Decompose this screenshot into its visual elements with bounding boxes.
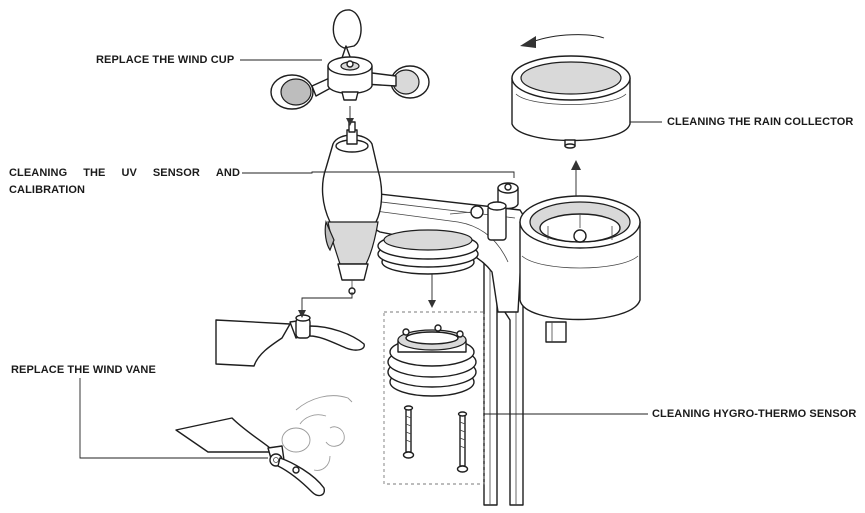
wind-vane-label: REPLACE THE WIND VANE xyxy=(11,364,156,376)
hygro-thermo-detail-box xyxy=(383,311,485,485)
uv-word: UV xyxy=(121,167,137,179)
uv-sensor-housing xyxy=(321,121,383,295)
wind-cup-assembly xyxy=(270,9,430,110)
hygro-thermo-label: CLEANING HYGRO-THERMO SENSOR xyxy=(652,408,857,420)
rain-collector-lift-arrow xyxy=(571,160,581,196)
wind-cup-down-arrow xyxy=(346,106,354,126)
hygro-down-arrow xyxy=(428,274,436,308)
mounting-pole xyxy=(483,261,524,506)
uv-word: THE xyxy=(83,167,106,179)
uv-word: CLEANING xyxy=(9,167,68,179)
wind-vane-leader xyxy=(79,378,268,459)
uv-sensor-leader xyxy=(242,171,515,178)
uv-sensor-label-line1: CLEANING THE UV SENSOR AND xyxy=(9,166,240,180)
wind-vane-exploded xyxy=(215,292,365,367)
uv-sensor-label-line2: CALIBRATION xyxy=(9,184,86,196)
wind-cup-label: REPLACE THE WIND CUP xyxy=(96,54,235,66)
uv-word: SENSOR xyxy=(152,167,200,179)
uv-word: AND xyxy=(215,167,240,179)
rain-gauge-body xyxy=(519,195,641,343)
rain-collector-exploded xyxy=(511,55,631,149)
vane-replacement-detail xyxy=(175,395,353,497)
hygro-thermo-shield-stack xyxy=(387,324,477,397)
rain-collector-rotate-arrow xyxy=(520,34,605,48)
arm-small-parts xyxy=(449,182,519,241)
hygro-shield-under-arm xyxy=(377,229,479,275)
rain-collector-label: CLEANING THE RAIN COLLECTOR xyxy=(667,116,854,128)
hygro-screws xyxy=(402,405,469,473)
